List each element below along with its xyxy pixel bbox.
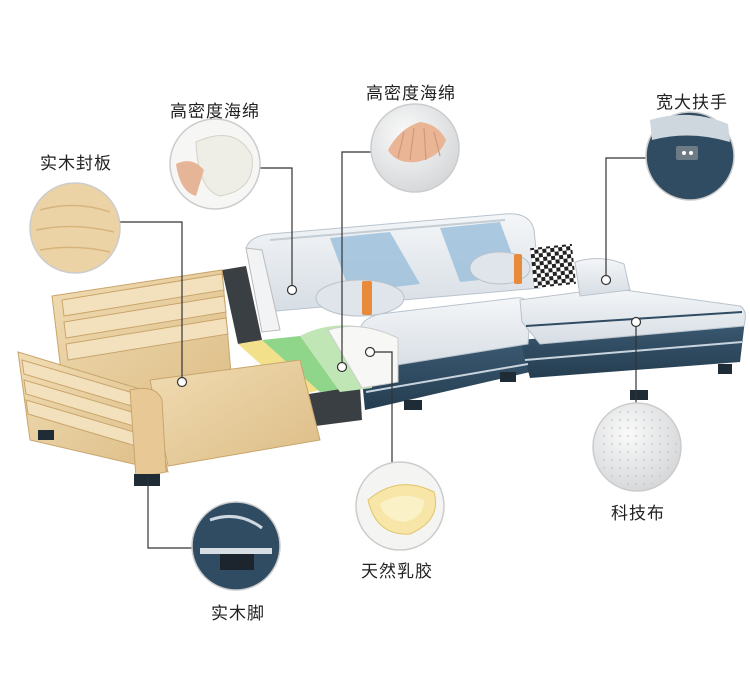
armrest-detail: [645, 111, 735, 201]
foam-detail: [169, 118, 261, 210]
label-wide-armrest: 宽大扶手: [656, 93, 728, 113]
label-solid-wood-board: 实木封板: [40, 154, 112, 174]
label-natural-latex: 天然乳胶: [361, 562, 433, 582]
tech-fabric-detail: [592, 402, 682, 492]
foam-hand-detail: [370, 103, 460, 193]
feet-detail: [191, 501, 281, 591]
sofa: [17, 213, 746, 486]
label-high-density-foam-left: 高密度海绵: [170, 102, 260, 122]
latex-detail: [355, 461, 445, 551]
callout-lines: [120, 151, 650, 549]
label-solid-wood-feet: 实木脚: [211, 604, 265, 624]
label-high-density-foam-top: 高密度海绵: [366, 84, 456, 104]
callout-dots: [176, 274, 642, 388]
wood-board-detail: [29, 182, 121, 274]
label-tech-fabric: 科技布: [611, 504, 665, 524]
wood-frame: [17, 269, 321, 486]
